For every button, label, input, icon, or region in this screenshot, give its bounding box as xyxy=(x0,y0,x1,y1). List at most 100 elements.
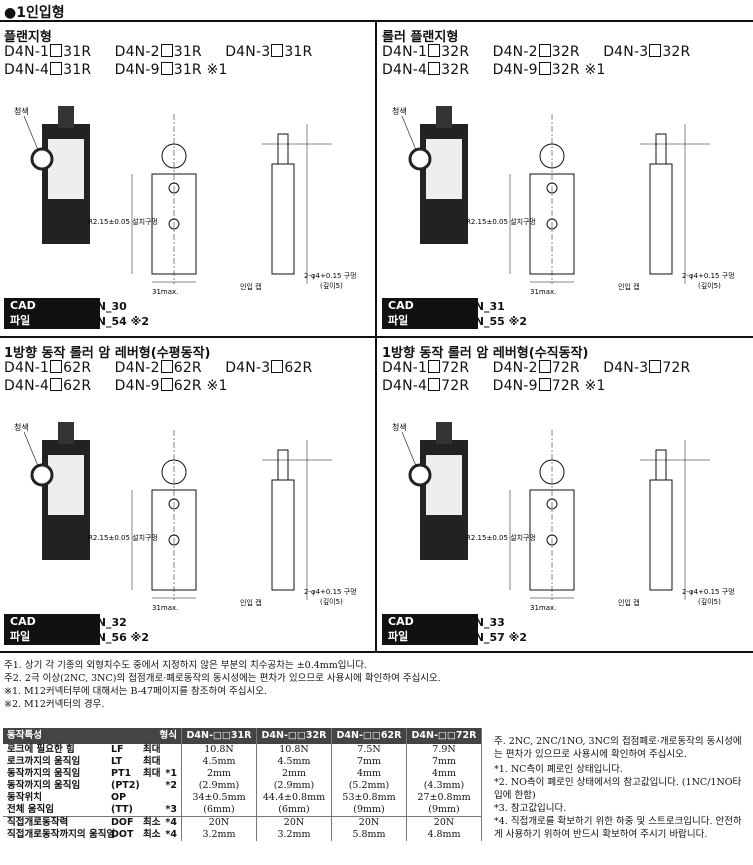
spec-abbr: DOF xyxy=(111,817,134,828)
model-prefix: D4N-3 xyxy=(225,44,271,60)
model-prefix: D4N-4 xyxy=(382,62,428,78)
spec-value: 20N xyxy=(181,816,257,829)
model-suffix: 72R xyxy=(441,378,470,394)
spec-row: 동작까지의 움직임 (PT2) *2 (2.9mm) (2.9mm) (5.2m… xyxy=(3,780,482,792)
model-prefix: D4N-4 xyxy=(4,378,50,394)
spec-col-62r: D4N-□□62R xyxy=(331,728,407,744)
cad-files: D4N_31 D4N_55 ※2 xyxy=(458,299,527,329)
spec-value: 5.8mm xyxy=(331,829,407,841)
box-icon xyxy=(649,44,662,57)
section-title: ●1인입형 xyxy=(4,5,65,21)
spec-row-label: 동작까지의 움직임 PT1 최대 *1 xyxy=(3,768,182,780)
cap-label: 인입 캡 xyxy=(240,598,262,607)
spec-label: 동작까지의 움직임 xyxy=(7,768,81,779)
model-prefix: D4N-9 xyxy=(114,62,160,78)
cad-label: CAD xyxy=(10,299,36,312)
spec-row-label: 전체 움직임 (TT) *3 xyxy=(3,804,182,817)
hole-label: R2.15±0.05 설치구멍 xyxy=(466,533,536,542)
spec-mark: *4 xyxy=(165,817,177,828)
spec-cond: 최대 xyxy=(143,756,161,767)
spec-abbr: DOT xyxy=(111,829,134,840)
spec-value: 4mm xyxy=(331,768,407,780)
side-body xyxy=(271,163,295,275)
spec-value: (6mm) xyxy=(181,804,257,817)
spec-label: 로크까지의 움직임 xyxy=(7,756,81,767)
spec-table: 동작특성 형식 D4N-□□31R D4N-□□32R D4N-□□62R D4… xyxy=(3,728,482,841)
spec-value: 2mm xyxy=(181,768,257,780)
box-icon xyxy=(428,44,441,57)
spec-value: 10.8N xyxy=(181,744,257,756)
model-prefix: D4N-2 xyxy=(492,44,538,60)
spec-value: 27±0.8mm xyxy=(406,792,482,804)
spec-abbr: (PT2) xyxy=(111,780,140,791)
model-suffix: 31R ※1 xyxy=(173,62,228,78)
spec-value: 7mm xyxy=(406,756,482,768)
spec-value: 4.5mm xyxy=(256,756,332,768)
model-prefix: D4N-3 xyxy=(603,44,649,60)
spec-row: 직접개로동작력 DOF 최소 *4 20N 20N 20N 20N xyxy=(3,816,482,829)
side-body xyxy=(649,163,673,275)
box-icon xyxy=(649,360,662,373)
spec-value: (9mm) xyxy=(331,804,407,817)
box-icon xyxy=(538,378,551,391)
thread-label: 2-φ4+0.15 구멍 xyxy=(682,587,735,596)
switch-actuator xyxy=(436,106,452,128)
spec-label: 직접개로동작력 xyxy=(7,817,69,828)
panel-title: 1방향 동작 롤러 암 레버형(수평동작) xyxy=(4,346,211,361)
leader-line xyxy=(23,115,39,151)
max-label: 31max. xyxy=(152,604,178,612)
spec-value: 20N xyxy=(406,816,482,829)
spec-value: (2.9mm) xyxy=(181,780,257,792)
model-suffix: 72R xyxy=(662,360,691,376)
cover-label: 청색 xyxy=(14,106,29,116)
model-prefix: D4N-3 xyxy=(603,360,649,376)
model-prefix: D4N-1 xyxy=(4,44,50,60)
note-3: ※1. M12커넥터부에 대해서는 B-47페이지를 참조하여 주십시오. xyxy=(4,686,267,697)
spec-value: 34±0.5mm xyxy=(181,792,257,804)
model-suffix: 32R ※1 xyxy=(551,62,606,78)
spec-mark: *1 xyxy=(165,768,177,779)
side-body xyxy=(649,479,673,591)
blue-cover-cap xyxy=(30,463,54,487)
side-head xyxy=(277,449,289,481)
side-head xyxy=(277,133,289,165)
spec-value: (6mm) xyxy=(256,804,332,817)
spec-row-label: 동작위치 OP xyxy=(3,792,182,804)
box-icon xyxy=(160,44,173,57)
file-name: D4N_57 ※2 xyxy=(458,631,527,644)
blue-cover-cap xyxy=(30,147,54,171)
model-prefix: D4N-1 xyxy=(382,44,428,60)
file-label: 파일 xyxy=(10,630,31,643)
box-icon xyxy=(50,62,63,75)
thread-label: 2-φ4+0.15 구멍 xyxy=(304,587,357,596)
cover-label: 청색 xyxy=(392,422,407,432)
spec-value: 10.8N xyxy=(256,744,332,756)
model-suffix: 62R xyxy=(284,360,313,376)
model-suffix: 31R xyxy=(173,44,202,60)
spec-label: 동작위치 xyxy=(7,792,42,803)
model-prefix: D4N-2 xyxy=(114,360,160,376)
side-body xyxy=(271,479,295,591)
spec-label: 직접개로동작까지의 움직임 xyxy=(7,829,116,840)
model-suffix: 72R xyxy=(441,360,470,376)
max-label: 31max. xyxy=(152,288,178,296)
spec-label: 로크에 필요한 힘 xyxy=(7,744,75,755)
side-note: 주. 2NC, 2NC/1NO, 3NC의 접점폐로·개로동작의 동시성에는 편… xyxy=(494,736,742,760)
spec-row: 동작까지의 움직임 PT1 최대 *1 2mm 2mm 4mm 4mm xyxy=(3,768,482,780)
model-suffix: 72R xyxy=(551,360,580,376)
model-prefix: D4N-9 xyxy=(492,378,538,394)
spec-value: 3.2mm xyxy=(181,829,257,841)
spec-value: 20N xyxy=(331,816,407,829)
side-note: *4. 직접개로를 확보하기 위한 하중 및 스트로크입니다. 안전하게 사용하… xyxy=(494,816,742,840)
box-icon xyxy=(50,360,63,373)
frame-mid xyxy=(0,336,753,338)
model-prefix: D4N-9 xyxy=(114,378,160,394)
spec-value: 2mm xyxy=(256,768,332,780)
depth-label: (깊이5) xyxy=(320,281,343,290)
